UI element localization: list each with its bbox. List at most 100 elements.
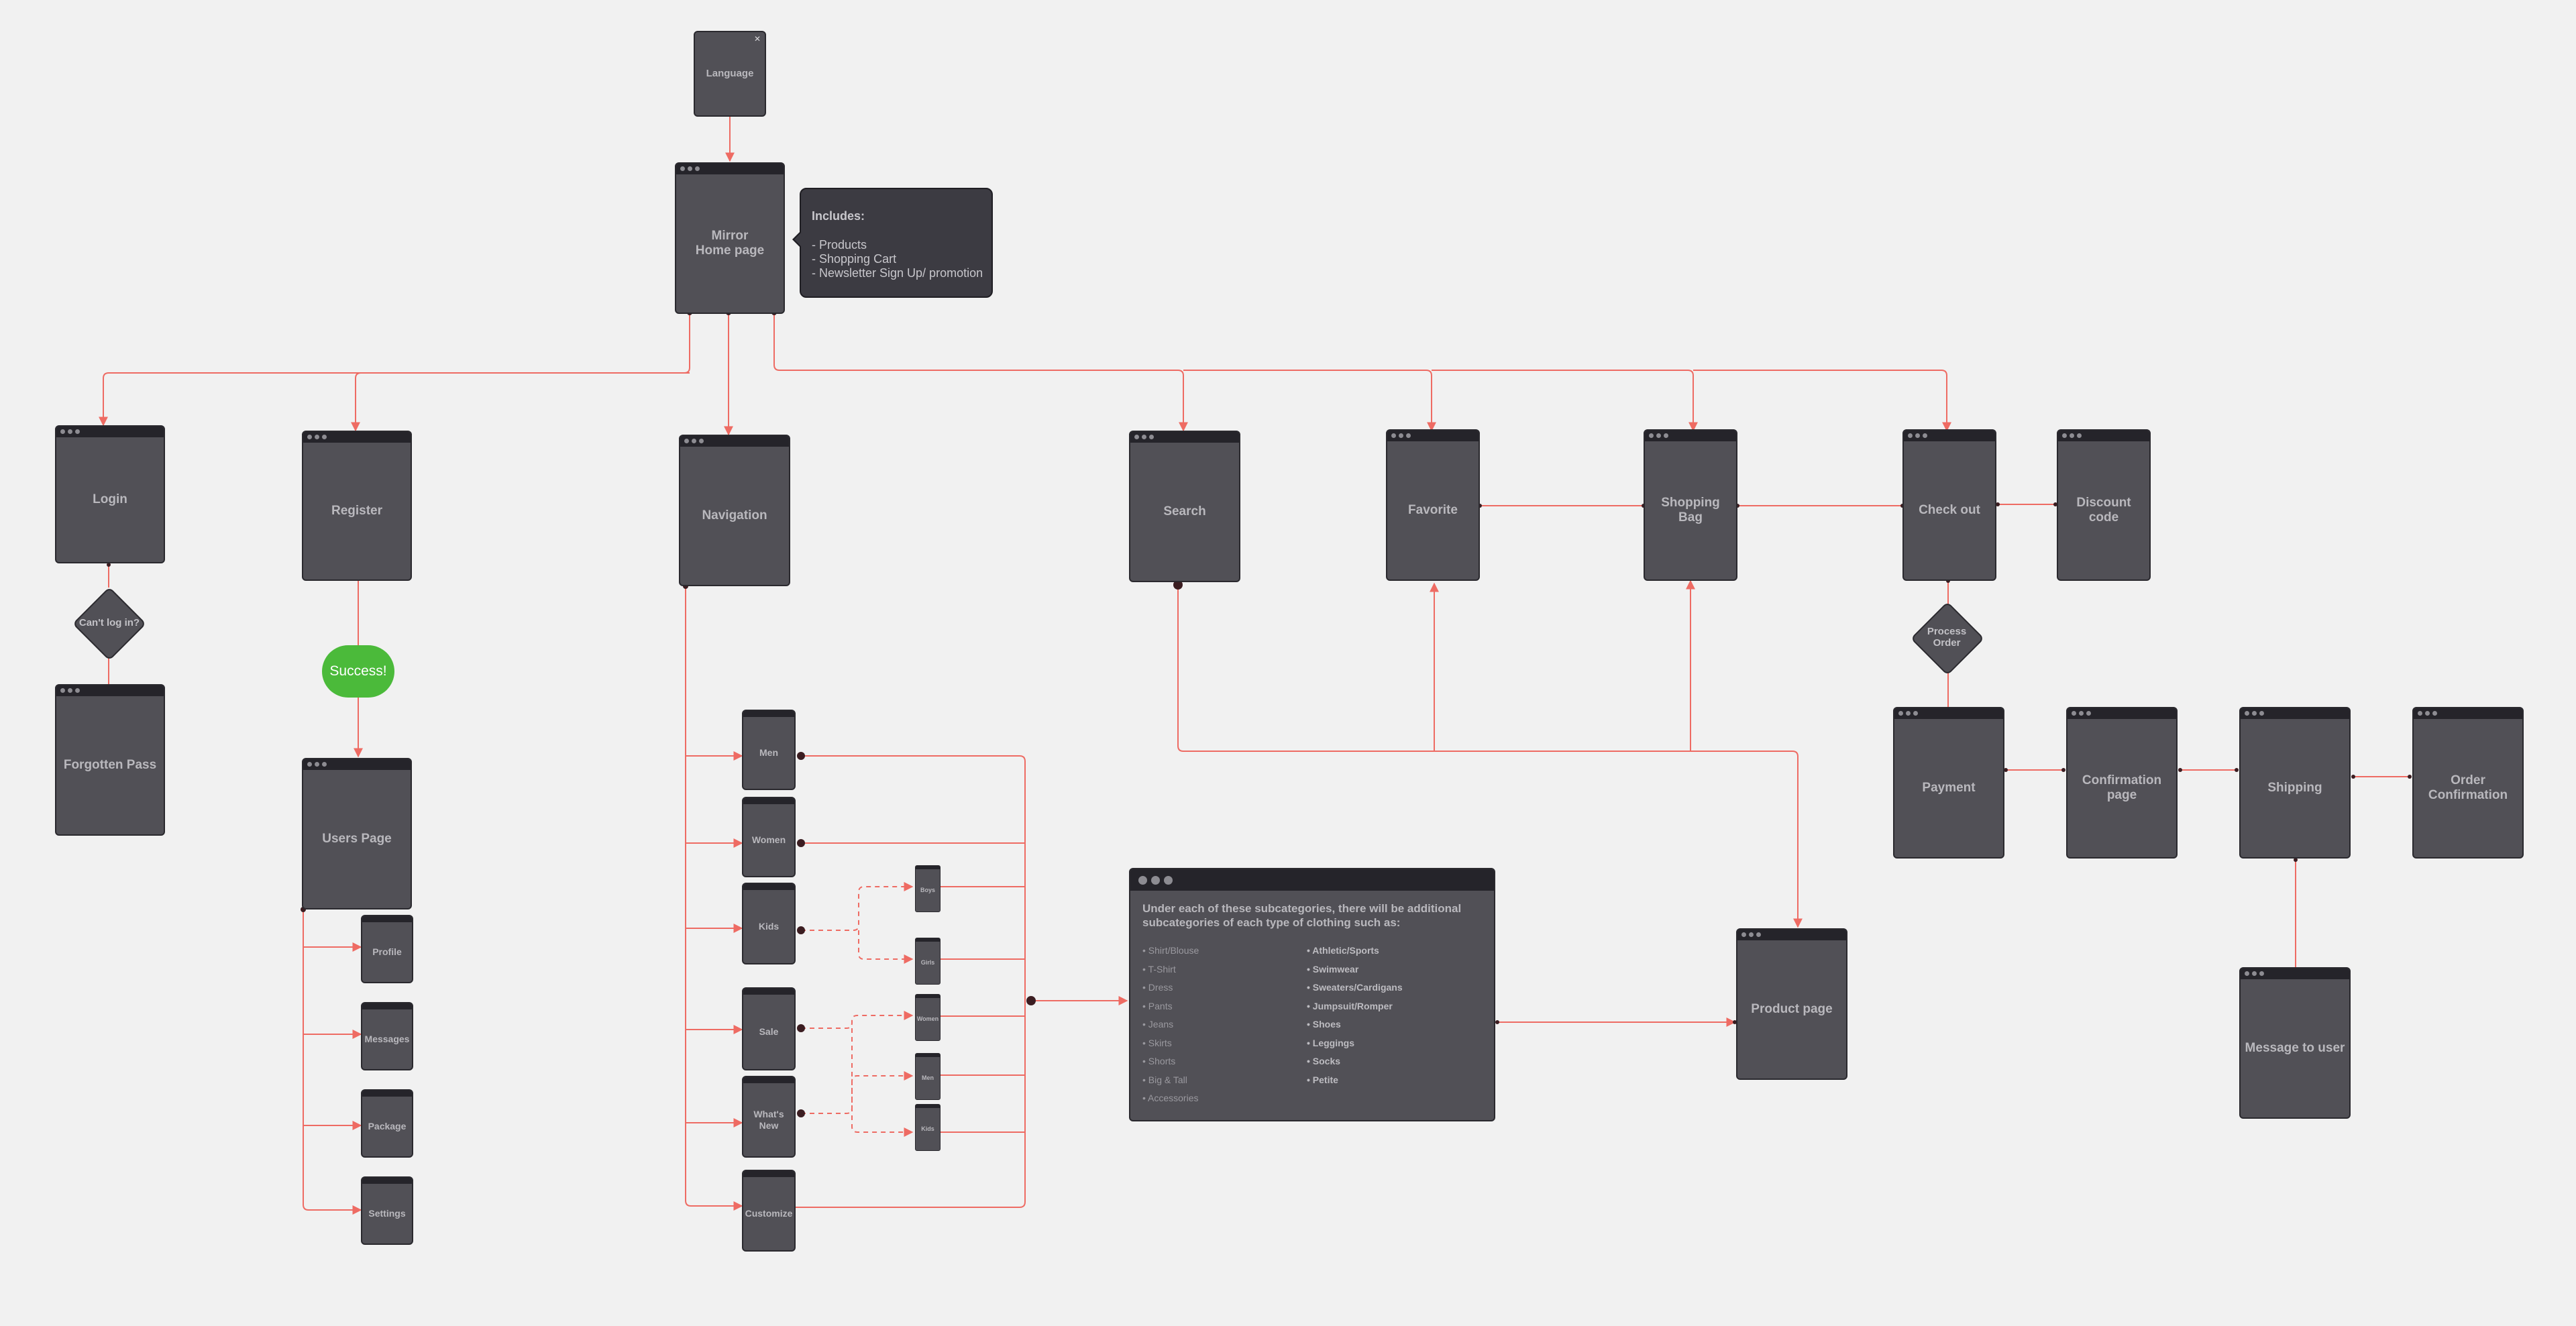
window-dots-icon	[307, 762, 327, 767]
customize-category[interactable]: Customize	[742, 1170, 796, 1252]
window-dots-icon	[60, 429, 80, 434]
window-dots-icon	[680, 166, 700, 171]
list-item: • T-Shirt	[1142, 963, 1176, 975]
profile-screen[interactable]: Profile	[361, 915, 413, 983]
message-to-user-screen[interactable]: Message to user	[2239, 967, 2351, 1119]
boys-subcategory[interactable]: Boys	[915, 865, 941, 912]
list-item: • Shoes	[1307, 1019, 1341, 1030]
order-confirmation-screen[interactable]: Order Confirmation	[2412, 707, 2524, 859]
list-item: • Jeans	[1142, 1019, 1174, 1030]
confirmation-page-label: Confirmation page	[2082, 773, 2162, 802]
window-dots-icon	[2245, 971, 2264, 976]
whats-new-label: What's New	[753, 1109, 784, 1131]
home-page-screen[interactable]: Mirror Home page	[675, 162, 785, 314]
window-dots-icon	[1741, 932, 1761, 937]
login-screen[interactable]: Login	[55, 425, 165, 563]
search-screen[interactable]: Search	[1129, 431, 1240, 582]
shopping-bag-screen[interactable]: Shopping Bag	[1644, 429, 1737, 581]
settings-screen[interactable]: Settings	[361, 1176, 413, 1245]
men-label: Men	[759, 747, 778, 759]
order-confirmation-label: Order Confirmation	[2428, 773, 2508, 802]
home-includes-note: Includes: - Products - Shopping Cart - N…	[792, 188, 993, 298]
favorite-screen[interactable]: Favorite	[1386, 429, 1480, 581]
users-page-screen[interactable]: Users Page	[302, 758, 412, 909]
sale-women-subcategory[interactable]: Women	[915, 994, 941, 1041]
list-item: • Swimwear	[1307, 963, 1359, 975]
navigation-screen[interactable]: Navigation	[679, 435, 790, 586]
kids-category[interactable]: Kids	[742, 883, 796, 964]
sale-label: Sale	[759, 1026, 779, 1038]
sale-category[interactable]: Sale	[742, 987, 796, 1070]
note-item: - Products	[812, 238, 867, 252]
subcategories-heading: Under each of these subcategories, there…	[1142, 902, 1462, 929]
list-item: • Socks	[1307, 1056, 1341, 1066]
sale-men-subcategory[interactable]: Men	[915, 1053, 941, 1100]
process-order-label: Process Order	[1927, 626, 1967, 649]
login-label: Login	[93, 492, 127, 507]
forgotten-pass-screen[interactable]: Forgotten Pass	[55, 684, 165, 836]
customize-label: Customize	[745, 1208, 793, 1219]
messages-screen[interactable]: Messages	[361, 1002, 413, 1070]
success-pill[interactable]: Success!	[322, 645, 394, 698]
list-item: • Jumpsuit/Romper	[1307, 1000, 1393, 1011]
cant-log-in-label: Can't log in?	[78, 617, 140, 628]
window-dots-icon	[2072, 711, 2091, 716]
package-label: Package	[368, 1121, 407, 1132]
list-item: • Leggings	[1307, 1037, 1355, 1048]
shipping-screen[interactable]: Shipping	[2239, 707, 2351, 859]
window-dots-icon	[2418, 711, 2437, 716]
window-dots-icon	[60, 688, 80, 693]
window-dots-icon	[307, 435, 327, 439]
window-dots-icon	[2245, 711, 2264, 716]
window-dots-icon	[1898, 711, 1918, 716]
list-item: • Pants	[1142, 1000, 1173, 1011]
list-item: • Shirt/Blouse	[1142, 945, 1199, 956]
discount-code-screen[interactable]: Discount code	[2057, 429, 2151, 581]
window-dots-icon	[1391, 433, 1411, 438]
note-item: - Newsletter Sign Up/ promotion	[812, 266, 983, 280]
language-screen[interactable]: ✕ Language	[694, 31, 766, 117]
check-out-screen[interactable]: Check out	[1902, 429, 1996, 581]
sale-kids-subcategory[interactable]: Kids	[915, 1104, 941, 1151]
window-dots-icon	[1908, 433, 1927, 438]
list-item: • Skirts	[1142, 1037, 1172, 1048]
payment-label: Payment	[1922, 781, 1976, 795]
profile-label: Profile	[372, 946, 402, 958]
kids-label: Kids	[758, 921, 780, 932]
payment-screen[interactable]: Payment	[1893, 707, 2004, 859]
register-screen[interactable]: Register	[302, 431, 412, 581]
list-item: • Athletic/Sports	[1307, 945, 1379, 956]
subcategories-panel: Under each of these subcategories, there…	[1129, 868, 1495, 1121]
navigation-label: Navigation	[702, 508, 767, 523]
note-item: - Shopping Cart	[812, 252, 897, 266]
settings-label: Settings	[368, 1208, 406, 1219]
men-category[interactable]: Men	[742, 710, 796, 790]
confirmation-page-screen[interactable]: Confirmation page	[2066, 707, 2178, 859]
list-item: • Petite	[1307, 1074, 1338, 1085]
package-screen[interactable]: Package	[361, 1089, 413, 1158]
window-dots-icon	[684, 439, 704, 443]
window-dots-icon	[2062, 433, 2082, 438]
girls-subcategory[interactable]: Girls	[915, 938, 941, 985]
girls-label: Girls	[920, 959, 935, 966]
boys-label: Boys	[920, 887, 935, 894]
list-item: • Sweaters/Cardigans	[1307, 982, 1403, 993]
home-page-label: Mirror Home page	[695, 229, 765, 258]
users-page-label: Users Page	[322, 832, 392, 846]
window-dots-icon	[1649, 433, 1668, 438]
note-title: Includes:	[812, 209, 865, 223]
product-page-screen[interactable]: Product page	[1736, 928, 1847, 1080]
check-out-label: Check out	[1919, 503, 1980, 518]
shipping-label: Shipping	[2267, 781, 2322, 795]
subcategory-list-right: • Athletic/Sports • Swimwear • Sweaters/…	[1307, 942, 1403, 1089]
forgotten-pass-label: Forgotten Pass	[63, 758, 157, 773]
messages-label: Messages	[364, 1034, 410, 1045]
list-item: • Big & Tall	[1142, 1074, 1187, 1085]
women-category[interactable]: Women	[742, 797, 796, 877]
close-icon[interactable]: ✕	[753, 34, 761, 44]
window-dots-icon	[1138, 876, 1173, 885]
whats-new-category[interactable]: What's New	[742, 1076, 796, 1158]
message-to-user-label: Message to user	[2245, 1041, 2345, 1056]
window-dots-icon	[1134, 435, 1154, 439]
